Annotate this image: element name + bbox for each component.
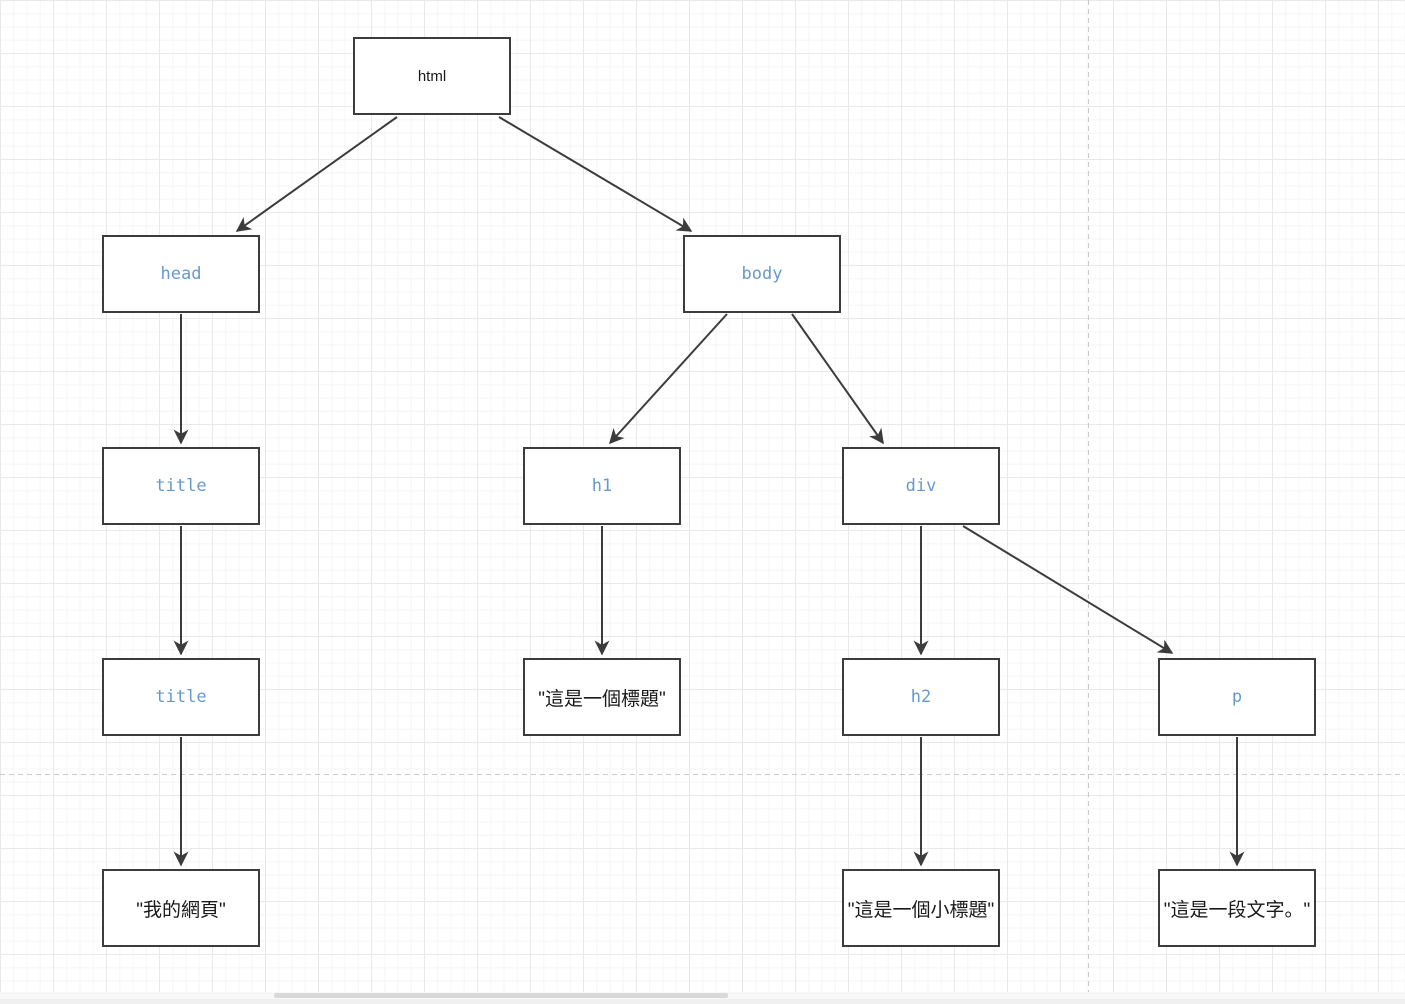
node-title-text[interactable]: "我的網頁" xyxy=(102,869,260,947)
node-h1[interactable]: h1 xyxy=(523,447,681,525)
node-h1-text[interactable]: "這是一個標題" xyxy=(523,658,681,736)
node-p[interactable]: p xyxy=(1158,658,1316,736)
page-boundary-horizontal xyxy=(0,774,1405,775)
edge-html-body[interactable] xyxy=(498,116,693,232)
node-label: "這是一個標題" xyxy=(538,688,666,710)
edge-body-div[interactable] xyxy=(791,313,884,445)
node-label: h1 xyxy=(591,476,613,496)
bottom-bar xyxy=(0,999,1405,1004)
node-head[interactable]: head xyxy=(102,235,260,313)
edge-html-head[interactable] xyxy=(235,116,398,232)
edge-body-h1[interactable] xyxy=(608,313,728,445)
node-label: html xyxy=(417,67,447,85)
horizontal-scrollbar-thumb[interactable] xyxy=(274,993,728,998)
node-body[interactable]: body xyxy=(683,235,841,313)
node-html[interactable]: html xyxy=(353,37,511,115)
node-label: body xyxy=(741,264,783,284)
node-label: "我的網頁" xyxy=(136,899,226,921)
node-label: div xyxy=(905,476,937,496)
node-label: "這是一個小標題" xyxy=(847,899,995,921)
node-title-1[interactable]: title xyxy=(102,447,260,525)
node-h2[interactable]: h2 xyxy=(842,658,1000,736)
page-boundary-vertical xyxy=(1088,0,1089,992)
node-label: p xyxy=(1231,687,1243,707)
node-h2-text[interactable]: "這是一個小標題" xyxy=(842,869,1000,947)
node-title-2[interactable]: title xyxy=(102,658,260,736)
node-label: title xyxy=(155,687,207,707)
horizontal-scrollbar[interactable] xyxy=(0,992,1405,999)
node-div[interactable]: div xyxy=(842,447,1000,525)
edge-div-p[interactable] xyxy=(962,525,1174,654)
node-label: h2 xyxy=(910,687,932,707)
node-p-text[interactable]: "這是一段文字。" xyxy=(1158,869,1316,947)
node-label: "這是一段文字。" xyxy=(1163,899,1311,921)
node-label: head xyxy=(160,264,202,284)
node-label: title xyxy=(155,476,207,496)
